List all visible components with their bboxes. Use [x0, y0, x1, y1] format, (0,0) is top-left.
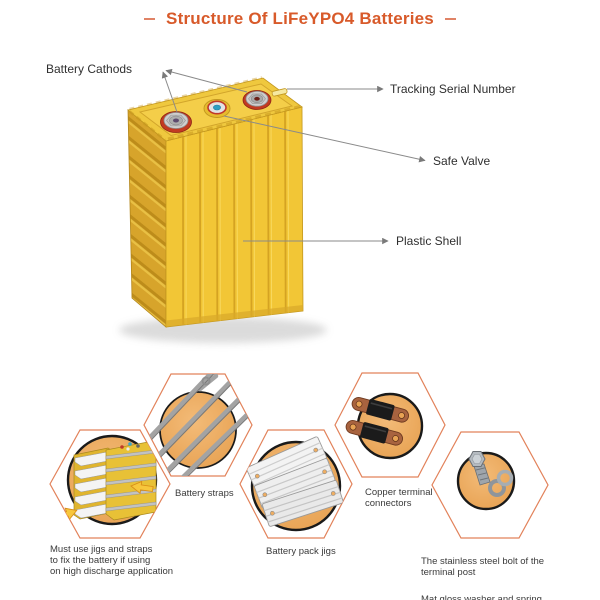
battery-illustration [119, 76, 327, 343]
rim-notches-back [129, 76, 263, 111]
copper-terminal-connectors-icon [345, 397, 410, 446]
front-face-bottom-shade [166, 305, 303, 327]
page-title: Structure Of LiFeYPO4 Batteries [166, 9, 434, 28]
bolt-caption-line: The stainless steel bolt of the terminal… [421, 556, 545, 579]
battery-straps-label: Battery straps [175, 488, 234, 499]
title-dash-right [444, 18, 456, 20]
battery-cathods-label: Battery Cathods [46, 62, 133, 76]
tracking-serial-number-label: Tracking Serial Number [390, 82, 516, 96]
bolt-washer-caption: The stainless steel bolt of the terminal… [421, 545, 566, 600]
washer-caption-line: Mat gloss washer and spring washer [421, 593, 542, 600]
serial-number-plate [271, 88, 288, 97]
plastic-shell-label: Plastic Shell [396, 234, 462, 248]
jigs-straps-caption: Must use jigs and straps to fix the batt… [50, 544, 174, 578]
press-arrow-right [130, 480, 154, 495]
title-row: Structure Of LiFeYPO4 Batteries [0, 9, 600, 29]
title-dash-left [144, 18, 156, 20]
battery-terminal-right [242, 90, 272, 110]
front-face-grooves-light [185, 110, 290, 325]
callout-photo-bg-2 [159, 391, 237, 469]
battery-side-face [127, 109, 167, 328]
annotation-lines [161, 68, 426, 245]
battery-stack-icon [54, 441, 157, 521]
battery-pack-jigs-icon [246, 436, 344, 527]
front-face-grooves-dark [182, 111, 287, 326]
rim-notches-left [128, 110, 166, 142]
battery-ground-shadow [119, 317, 327, 343]
battery-safe-valve [203, 99, 231, 118]
battery-pack-jigs-label: Battery pack jigs [266, 546, 336, 557]
cathods-line-left [161, 71, 178, 113]
hexagon-callouts [49, 372, 549, 539]
rim-notches-front [167, 105, 301, 141]
safe-valve-label: Safe Valve [433, 154, 491, 168]
battery-terminal-left [160, 111, 192, 133]
copper-terminal-connectors-label: Copper terminal connectors [365, 487, 433, 510]
bolt-and-washers-icon [468, 451, 514, 497]
cathods-line-right [165, 68, 248, 93]
valve-line [223, 115, 426, 163]
